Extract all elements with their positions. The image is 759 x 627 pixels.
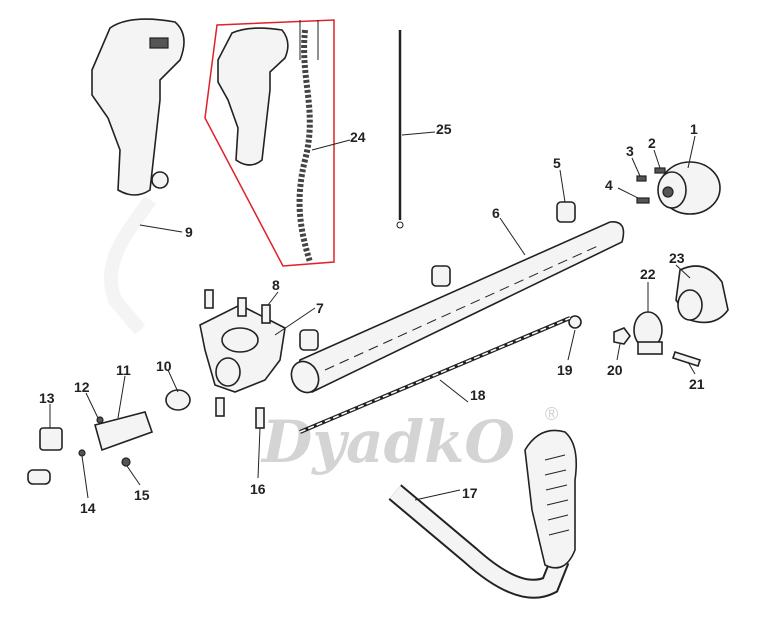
part-13-plug bbox=[27, 469, 51, 485]
parts-20-21-bolt-nut bbox=[613, 327, 702, 368]
watermark-registered-mark: ® bbox=[545, 404, 558, 424]
part-8-bolts bbox=[204, 289, 271, 324]
callout-21: 21 bbox=[689, 376, 705, 392]
callout-16: 16 bbox=[250, 481, 266, 497]
callout-17: 17 bbox=[462, 485, 478, 501]
part-17-loop-handle bbox=[388, 429, 578, 599]
part-14-nut bbox=[78, 449, 86, 457]
parts-2-3-4-screws bbox=[636, 167, 666, 204]
part-10-bushing bbox=[165, 389, 191, 411]
part-9-throttle-handle bbox=[91, 18, 185, 335]
part-11-holder bbox=[94, 411, 154, 452]
part-24-highlight-frame bbox=[204, 19, 335, 267]
callout-7: 7 bbox=[316, 300, 324, 316]
part-16-bolts bbox=[215, 397, 265, 429]
callout-9: 9 bbox=[185, 224, 193, 240]
callout-23: 23 bbox=[669, 250, 685, 266]
callout-4: 4 bbox=[605, 177, 613, 193]
callout-labels: 1 2 3 4 5 6 7 8 9 10 11 12 13 14 15 16 1… bbox=[39, 121, 705, 516]
leader-lines bbox=[49, 131, 696, 501]
callout-3: 3 bbox=[626, 143, 634, 159]
callout-25: 25 bbox=[436, 121, 452, 137]
callout-6: 6 bbox=[492, 205, 500, 221]
part-5-bushings bbox=[299, 201, 576, 351]
part-23-clamp bbox=[675, 265, 729, 324]
callout-24: 24 bbox=[350, 129, 366, 145]
watermark: DyadkO ® bbox=[260, 404, 558, 476]
watermark-text: DyadkO bbox=[260, 408, 515, 476]
part-25-cable bbox=[396, 30, 404, 229]
callout-14: 14 bbox=[80, 500, 96, 516]
callout-13: 13 bbox=[39, 390, 55, 406]
callout-19: 19 bbox=[557, 362, 573, 378]
part-7-handle-bracket bbox=[199, 304, 286, 393]
callout-1: 1 bbox=[690, 121, 698, 137]
callout-2: 2 bbox=[648, 135, 656, 151]
callout-18: 18 bbox=[470, 387, 486, 403]
callout-12: 12 bbox=[74, 379, 90, 395]
callout-5: 5 bbox=[553, 155, 561, 171]
callout-22: 22 bbox=[640, 266, 656, 282]
callout-20: 20 bbox=[607, 362, 623, 378]
callout-10: 10 bbox=[156, 358, 172, 374]
part-24-handle-with-cables bbox=[217, 20, 319, 263]
part-6-main-tube bbox=[290, 221, 625, 394]
callout-8: 8 bbox=[272, 277, 280, 293]
part-12-screw bbox=[96, 416, 104, 424]
part-1-motor-housing bbox=[657, 161, 721, 215]
part-19-washer bbox=[568, 315, 582, 329]
part-22-clamp-ring bbox=[633, 311, 663, 355]
part-13-switch bbox=[39, 427, 63, 451]
callout-15: 15 bbox=[134, 487, 150, 503]
part-15-nut bbox=[121, 457, 131, 467]
callout-11: 11 bbox=[116, 362, 131, 378]
